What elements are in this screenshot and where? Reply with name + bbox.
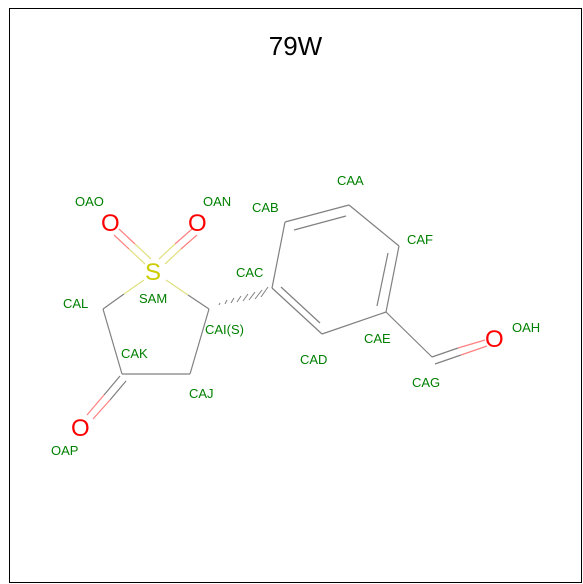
bond-cag-oah-2a <box>434 354 462 365</box>
atom-label-cag: CAG <box>412 375 440 390</box>
bond-cak-oap-1a <box>103 375 121 396</box>
bond-inner-cad-cac <box>280 286 321 324</box>
molecule-title: 79W <box>268 31 323 61</box>
bond-cac-cab <box>271 221 286 289</box>
atom-label-cac: CAC <box>236 265 263 280</box>
element-oan: O <box>188 210 207 237</box>
atom-label-sam: SAM <box>139 291 167 306</box>
atom-label-cal: CAL <box>63 296 88 311</box>
atom-label-cak: CAK <box>121 346 148 361</box>
bond-cak-oap-2b <box>92 399 111 420</box>
atom-label-cad: CAD <box>300 352 327 367</box>
bond-sam-oan-1b <box>174 228 193 245</box>
bond-sam-oao-2a <box>128 248 146 265</box>
atom-label-cae: CAE <box>364 331 391 346</box>
bond-cae-cag <box>385 311 433 358</box>
hashed-wedge-cai-cac <box>218 286 269 306</box>
bond-sam-oan-2a <box>164 248 182 265</box>
atom-labels: OAO OAN CAB CAA CAF CAC SAM CAL CAI(S) C… <box>51 173 540 458</box>
element-oap: O <box>71 415 90 442</box>
bond-cal-sam-b <box>123 279 145 295</box>
bond-caf-cae <box>385 245 400 313</box>
element-sam: S <box>145 259 161 286</box>
bond-cag-oah-1b <box>457 339 486 349</box>
bonds <box>102 204 433 375</box>
bond-inner-cab-caa <box>293 215 347 231</box>
bond-cak-oap-1b <box>86 394 105 416</box>
atom-label-oap: OAP <box>51 443 78 458</box>
element-oao: O <box>101 210 120 237</box>
bond-sam-cai-a <box>165 279 189 296</box>
bond-sam-oan-2b <box>180 234 198 250</box>
bond-cai-caj <box>189 308 210 375</box>
bond-cad-cac <box>271 287 323 335</box>
atom-label-cab: CAB <box>252 200 279 215</box>
atom-label-caj: CAJ <box>189 386 214 401</box>
bond-sam-oan-1a <box>158 243 176 260</box>
bond-sam-oao-1b <box>118 228 136 245</box>
atom-label-cai: CAI(S) <box>205 322 244 337</box>
bond-cag-oah-1a <box>431 347 459 358</box>
bond-caa-caf <box>348 204 400 247</box>
bond-cag-oah-2b <box>460 345 488 356</box>
bond-sam-oao-1a <box>134 243 152 260</box>
atom-label-oan: OAN <box>203 194 231 209</box>
atom-label-caa: CAA <box>337 173 364 188</box>
atom-label-oao: OAO <box>75 194 104 209</box>
atom-label-oah: OAH <box>512 320 540 335</box>
bond-cab-caa <box>284 204 350 223</box>
bond-cak-cal <box>102 308 123 375</box>
bond-sam-cai-b <box>187 294 210 310</box>
hetero-bonds <box>86 228 488 420</box>
bond-cae-cad <box>321 311 387 335</box>
element-symbols: O O S O O <box>71 210 504 442</box>
element-oah: O <box>485 326 504 353</box>
bond-cak-oap-2a <box>109 380 127 401</box>
canvas-frame: 79W <box>9 8 582 583</box>
bond-inner-caf-cae <box>376 252 389 307</box>
bond-cal-sam-a <box>102 293 125 310</box>
atom-label-caf: CAF <box>407 232 433 247</box>
bond-sam-oao-2b <box>113 234 130 250</box>
